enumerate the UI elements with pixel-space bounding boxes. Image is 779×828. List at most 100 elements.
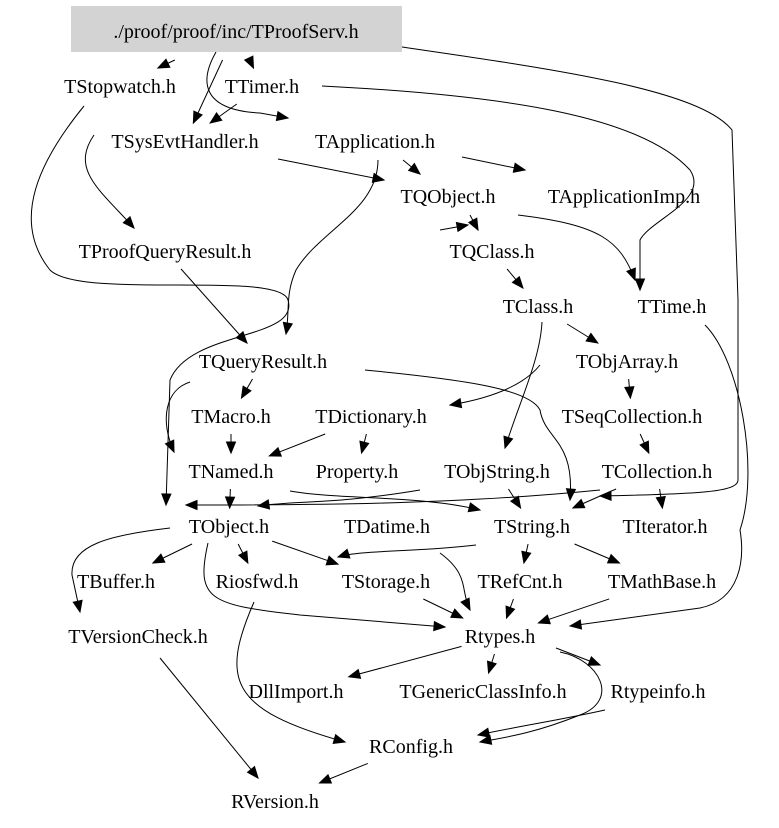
node-TMacro[interactable]: TMacro.h bbox=[191, 406, 270, 428]
edge-TDictionary-to-TNamed bbox=[268, 433, 326, 457]
node-Property[interactable]: Property.h bbox=[316, 461, 399, 483]
arrowhead-icon bbox=[240, 385, 252, 400]
edge-root-to-TTimer bbox=[243, 55, 255, 70]
node-TProofQueryResult[interactable]: TProofQueryResult.h bbox=[79, 241, 252, 263]
node-label: TApplication.h bbox=[315, 131, 435, 153]
edge-TQueryResult-to-TNamed bbox=[164, 381, 191, 454]
edge-TTime-to-Rtypes bbox=[568, 324, 749, 630]
arrowhead-icon bbox=[235, 330, 248, 344]
edge-TCollection-to-TIterator bbox=[655, 488, 666, 510]
node-RConfig[interactable]: RConfig.h bbox=[369, 736, 453, 758]
node-TApplication[interactable]: TApplication.h bbox=[315, 131, 435, 153]
arrowhead-icon bbox=[460, 597, 471, 612]
node-label: TObjString.h bbox=[444, 461, 550, 483]
arrowhead-icon bbox=[476, 727, 491, 738]
edge-TObject-to-Riosfwd bbox=[237, 543, 249, 565]
edge-TSysEvtHandler-to-TProofQueryResult bbox=[84, 134, 135, 229]
arrowhead-icon bbox=[325, 555, 340, 566]
node-label: TRefCnt.h bbox=[478, 571, 563, 593]
node-root[interactable]: ./proof/proof/inc/TProofServ.h bbox=[71, 6, 402, 52]
edge-line bbox=[348, 645, 462, 678]
edge-TMathBase-to-Rtypes bbox=[537, 598, 610, 625]
node-TQueryResult[interactable]: TQueryResult.h bbox=[199, 351, 327, 373]
node-label: TVersionCheck.h bbox=[68, 626, 207, 648]
node-TTimer[interactable]: TTimer.h bbox=[225, 76, 299, 98]
node-label: DllImport.h bbox=[249, 681, 344, 703]
arrowhead-icon bbox=[571, 498, 586, 509]
edge-line bbox=[192, 59, 224, 124]
node-TVersionCheck[interactable]: TVersionCheck.h bbox=[68, 626, 207, 648]
node-TBuffer[interactable]: TBuffer.h bbox=[77, 571, 155, 593]
edge-line bbox=[364, 369, 572, 501]
arrowhead-icon bbox=[156, 58, 171, 69]
edge-Rtypes-to-TGenericClassInfo bbox=[486, 653, 497, 675]
edge-TTimer-to-TSysEvtHandler bbox=[209, 103, 238, 124]
node-TNamed[interactable]: TNamed.h bbox=[189, 461, 274, 483]
arrowhead-icon bbox=[224, 496, 236, 510]
node-label: TNamed.h bbox=[189, 461, 274, 483]
edge-Riosfwd-to-RConfig bbox=[236, 601, 347, 744]
arrowhead-icon bbox=[511, 275, 524, 290]
node-Rtypeinfo[interactable]: Rtypeinfo.h bbox=[611, 681, 706, 703]
node-label: TDatime.h bbox=[344, 516, 430, 538]
edge-line bbox=[569, 324, 749, 627]
arrowhead-icon bbox=[585, 332, 599, 344]
edge-line bbox=[185, 489, 601, 506]
edge-TApplication-to-TApplicationImp bbox=[461, 156, 527, 173]
node-Riosfwd[interactable]: Riosfwd.h bbox=[216, 571, 299, 593]
node-TDictionary[interactable]: TDictionary.h bbox=[315, 406, 426, 428]
edge-TObject-to-TStorage bbox=[272, 540, 340, 566]
node-TStopwatch[interactable]: TStopwatch.h bbox=[64, 76, 176, 98]
node-TObjArray[interactable]: TObjArray.h bbox=[576, 351, 678, 373]
edge-TQClass-to-TClass bbox=[506, 268, 524, 290]
edge-line bbox=[538, 598, 610, 624]
arrowhead-icon bbox=[332, 733, 347, 744]
node-RVersion[interactable]: RVersion.h bbox=[231, 791, 319, 813]
node-TQObject[interactable]: TQObject.h bbox=[401, 186, 496, 208]
arrowhead-icon bbox=[318, 773, 333, 784]
edge-TSeqCollection-to-TCollection bbox=[639, 433, 650, 455]
node-TIterator[interactable]: TIterator.h bbox=[623, 516, 708, 538]
arrowhead-icon bbox=[455, 221, 470, 233]
edge-line bbox=[517, 214, 636, 281]
node-TCollection[interactable]: TCollection.h bbox=[602, 461, 713, 483]
node-TMathBase[interactable]: TMathBase.h bbox=[608, 571, 716, 593]
node-TString[interactable]: TString.h bbox=[494, 516, 570, 538]
node-TDatime[interactable]: TDatime.h bbox=[344, 516, 430, 538]
arrowhead-icon bbox=[486, 660, 497, 675]
node-label: TSeqCollection.h bbox=[562, 406, 703, 428]
node-TQClass[interactable]: TQClass.h bbox=[450, 241, 535, 263]
edge-TApplication-to-TQObject bbox=[402, 159, 422, 175]
node-Rtypes[interactable]: Rtypes.h bbox=[465, 626, 536, 648]
edge-TString-to-TStorage bbox=[336, 544, 477, 559]
node-TApplicationImp[interactable]: TApplicationImp.h bbox=[548, 186, 700, 208]
edge-line bbox=[401, 46, 739, 497]
arrowhead-icon bbox=[433, 620, 447, 632]
node-TGenericClassInfo[interactable]: TGenericClassInfo.h bbox=[399, 681, 566, 703]
node-DllImport[interactable]: DllImport.h bbox=[249, 681, 344, 703]
arrowhead-icon bbox=[655, 495, 666, 510]
node-TRefCnt[interactable]: TRefCnt.h bbox=[478, 571, 563, 593]
edge-TProofQueryResult-to-TQueryResult bbox=[180, 268, 248, 344]
node-label: TStopwatch.h bbox=[64, 76, 176, 98]
node-TTime[interactable]: TTime.h bbox=[638, 296, 707, 318]
node-label: TQClass.h bbox=[450, 241, 535, 263]
edge-TQueryResult-to-TString bbox=[364, 369, 577, 502]
arrowhead-icon bbox=[225, 441, 237, 455]
node-TObjString[interactable]: TObjString.h bbox=[444, 461, 550, 483]
edge-TQueryResult-to-TMacro bbox=[240, 378, 253, 400]
edge-Rtypes-to-DllImport bbox=[347, 645, 462, 679]
arrowhead-icon bbox=[478, 734, 493, 745]
node-TClass[interactable]: TClass.h bbox=[503, 296, 574, 318]
edge-TClass-to-TObjString bbox=[503, 321, 543, 450]
edge-line bbox=[71, 527, 171, 613]
node-label: TQueryResult.h bbox=[199, 351, 327, 373]
node-TSeqCollection[interactable]: TSeqCollection.h bbox=[562, 406, 703, 428]
edge-TTimer-to-TTime bbox=[321, 85, 695, 292]
node-TSysEvtHandler[interactable]: TSysEvtHandler.h bbox=[111, 131, 258, 153]
node-TStorage[interactable]: TStorage.h bbox=[342, 571, 430, 593]
node-label: TDictionary.h bbox=[315, 406, 426, 428]
node-TObject[interactable]: TObject.h bbox=[189, 516, 269, 538]
edge-root-to-TApplication bbox=[206, 51, 290, 122]
